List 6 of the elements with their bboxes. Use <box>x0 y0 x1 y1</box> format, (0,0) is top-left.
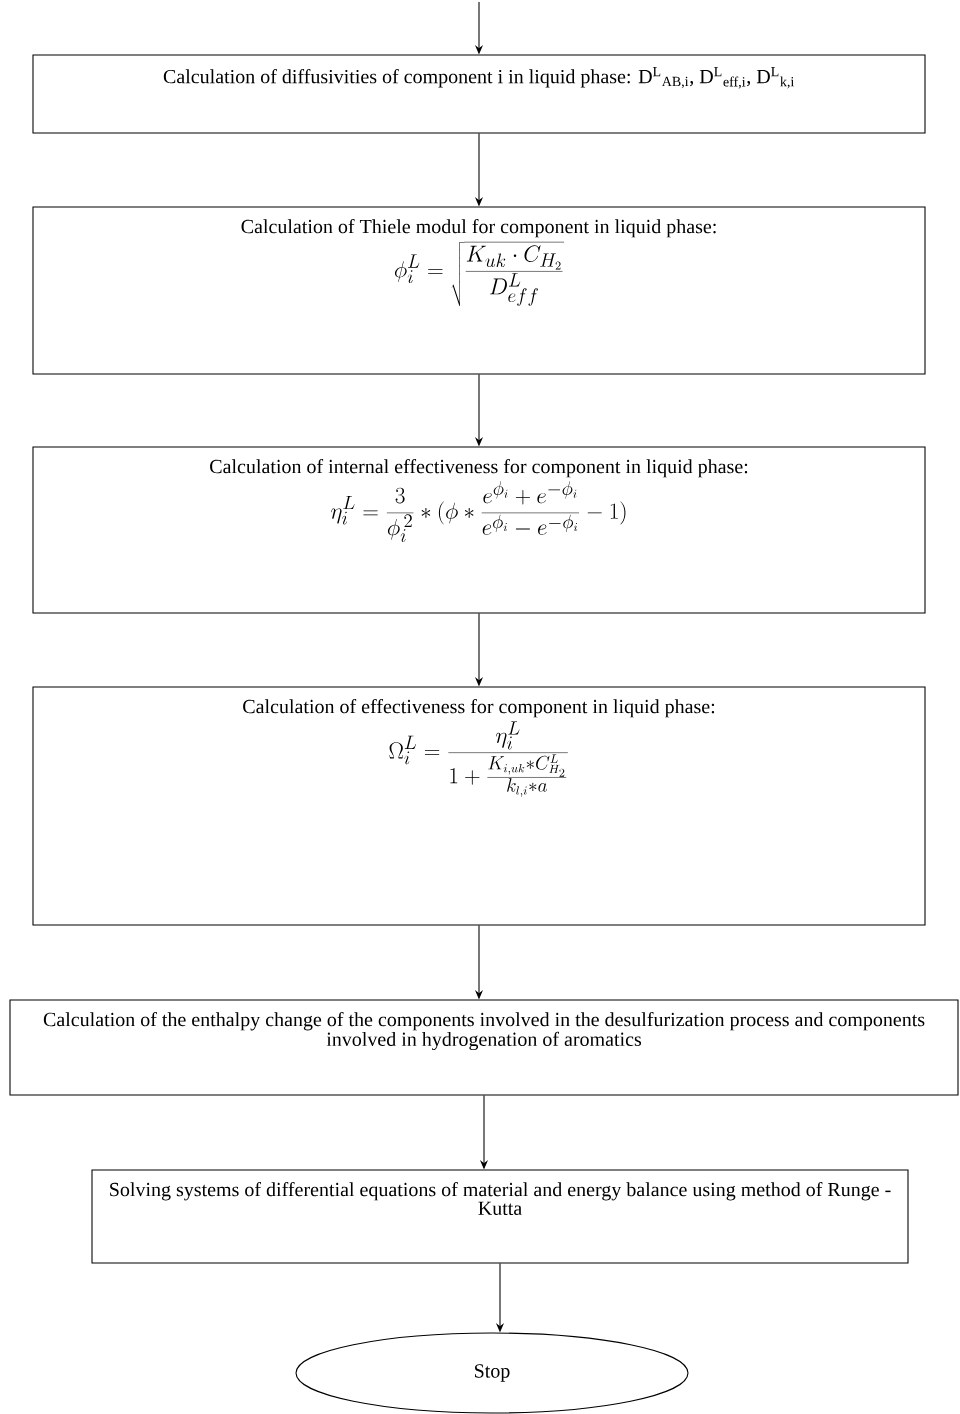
process-box: Calculation of internal effectiveness for component in liquid phase: $\eta_i^L = \frac{3}{\phi_i^{\,2}} * (\phi * \frac{e^{\phi_i} + e^{-\phi_i}}{e^{\phi_i} - e^{-\phi_i}} - 1)$ <box>32 446 926 614</box>
process-box: Calculation of effectiveness for component in liquid phase: $\Omega_i^L = \frac{\eta_i^L}{1+\frac{K_{i,uk} * C^L_{H_2}}{k_{l,i} * a}}$ <box>32 686 926 926</box>
process-box: Calculation of the enthalpy change of the components involved in the desulfurization process and components involved in hydrogenation of aromatics <box>9 999 959 1096</box>
process-box: Solving systems of differential equations of material and energy balance using method of Runge - Kutta <box>91 1169 909 1264</box>
process-box: Calculation of Thiele modul for component in liquid phase: $\phi_i^L = \sqrt{\frac{K_{uk}\cdot C_{H_2}}{D^L_{eff}}}$ <box>32 206 926 375</box>
process-box: Calculation of diffusivities of component i in liquid phase: D$^{L}$$_{AB,i}$, D$^{L}$$_{eff,i}$, D$^{L}$k,i <box>32 54 926 134</box>
